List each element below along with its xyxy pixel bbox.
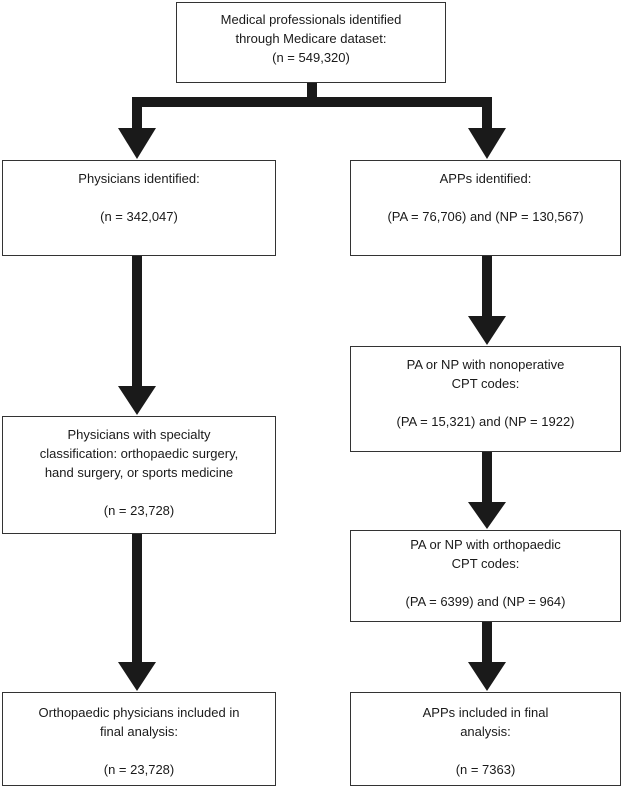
box-physicians-specialty: Physicians with specialty classification… <box>2 416 276 534</box>
box-line: Orthopaedic physicians included in <box>38 705 240 720</box>
box-line: Medical professionals identified <box>220 12 402 27</box>
box-count: (n = 342,047) <box>100 209 178 224</box>
box-line: PA or NP with orthopaedic <box>410 537 561 552</box>
box-line: analysis: <box>460 724 511 739</box>
arrow-shaft-nonoperative-orthopaedic <box>482 452 492 504</box>
box-nonoperative-cpt: PA or NP with nonoperative CPT codes: (P… <box>350 346 621 452</box>
box-count: (PA = 76,706) and (NP = 130,567) <box>387 209 584 224</box>
arrow-shaft-physicians-specialty <box>132 256 142 388</box>
connector-stem <box>307 83 317 102</box>
box-line: APPs identified: <box>439 171 532 186</box>
connector-bar <box>132 97 492 107</box>
arrow-to-apps <box>468 128 506 159</box>
box-physicians-identified: Physicians identified: (n = 342,047) <box>2 160 276 256</box>
box-line: PA or NP with nonoperative <box>406 357 565 372</box>
box-line: Physicians identified: <box>78 171 200 186</box>
box-apps-identified: APPs identified: (PA = 76,706) and (NP =… <box>350 160 621 256</box>
box-line: classification: orthopaedic surgery, <box>39 446 239 461</box>
arrow-to-orthopaedic-cpt <box>468 502 506 529</box>
box-line: final analysis: <box>99 724 179 739</box>
arrow-to-final-physicians <box>118 662 156 691</box>
box-count: (n = 549,320) <box>272 50 350 65</box>
box-count: (PA = 6399) and (NP = 964) <box>405 594 566 609</box>
arrow-shaft-orthopaedic-final <box>482 622 492 664</box>
box-line: CPT codes: <box>451 556 520 571</box>
arrow-shaft-apps-nonoperative <box>482 256 492 318</box>
box-final-physicians: Orthopaedic physicians included in final… <box>2 692 276 786</box>
arrow-shaft-specialty-final <box>132 534 142 664</box>
arrow-to-final-apps <box>468 662 506 691</box>
arrow-to-specialty <box>118 386 156 415</box>
arrow-to-physicians <box>118 128 156 159</box>
connector-left-drop <box>132 97 142 130</box>
box-count: (PA = 15,321) and (NP = 1922) <box>396 414 575 429</box>
box-final-apps: APPs included in final analysis: (n = 73… <box>350 692 621 786</box>
box-medical-professionals: Medical professionals identified through… <box>176 2 446 83</box>
connector-right-drop <box>482 97 492 130</box>
box-count: (n = 23,728) <box>103 762 175 777</box>
box-line: Physicians with specialty <box>67 427 211 442</box>
box-line: CPT codes: <box>451 376 520 391</box>
box-count: (n = 7363) <box>455 762 516 777</box>
arrow-to-nonoperative <box>468 316 506 345</box>
box-line: through Medicare dataset: <box>235 31 387 46</box>
box-line: APPs included in final <box>422 705 549 720</box>
box-line: hand surgery, or sports medicine <box>44 465 234 480</box>
box-orthopaedic-cpt: PA or NP with orthopaedic CPT codes: (PA… <box>350 530 621 622</box>
box-count: (n = 23,728) <box>103 503 175 518</box>
